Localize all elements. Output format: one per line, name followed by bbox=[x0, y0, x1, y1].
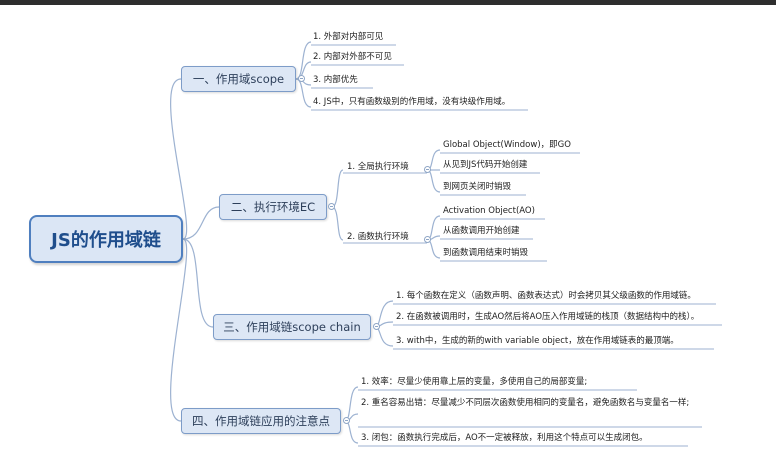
branch-scope-chain[interactable]: 三、作用域链scope chain bbox=[213, 314, 371, 340]
leaf-item: 4. JS中，只有函数级别的作用域，没有块级作用域。 bbox=[313, 97, 511, 107]
branch-execution-context[interactable]: 二、执行环境EC bbox=[219, 194, 327, 220]
leaf-item: Activation Object(AO) bbox=[443, 206, 535, 216]
connector-b2 bbox=[331, 169, 344, 208]
leaf-item: 从函数调用开始创建 bbox=[443, 226, 520, 236]
branch-scope[interactable]: 一、作用域scope bbox=[181, 66, 296, 92]
collapse-icon[interactable] bbox=[373, 323, 380, 330]
leaf-item: 2. 内部对外部不可见 bbox=[313, 52, 392, 62]
leaf-item: 3. with中，生成的新的with variable object，放在作用域… bbox=[396, 336, 679, 346]
leaf-item: 2. 重名容易出错：尽量减少不同层次函数使用相同的变量名，避免函数名与变量名一样… bbox=[361, 398, 690, 408]
connector-b1 bbox=[295, 41, 312, 80]
sub-global-context[interactable]: 1. 全局执行环境 bbox=[347, 162, 409, 172]
leaf-item: 3. 闭包：函数执行完成后，AO不一定被释放，利用这个特点可以生成闭包。 bbox=[361, 433, 648, 443]
collapse-icon[interactable] bbox=[343, 417, 350, 424]
branch-notes[interactable]: 四、作用域链应用的注意点 bbox=[181, 408, 341, 434]
leaf-item: Global Object(Window)，即GO bbox=[443, 140, 571, 150]
leaf-item: 到函数调用结束时销毁 bbox=[443, 248, 529, 258]
root-node[interactable]: JS的作用域链 bbox=[29, 215, 183, 263]
leaf-item: 1. 外部对内部可见 bbox=[313, 32, 384, 42]
collapse-icon[interactable] bbox=[298, 75, 305, 82]
leaf-item: 1. 每个函数在定义（函数声明、函数表达式）时会拷贝其父级函数的作用域链。 bbox=[396, 291, 696, 301]
connector-root-branch-4 bbox=[170, 238, 188, 422]
leaf-item: 1. 效率：尽量少使用靠上层的变量，多使用自己的局部变量; bbox=[361, 377, 588, 387]
collapse-icon[interactable] bbox=[328, 203, 335, 210]
window-top-bar bbox=[0, 0, 776, 5]
sub-function-context[interactable]: 2. 函数执行环境 bbox=[347, 232, 409, 242]
connector-root-branch-2 bbox=[182, 206, 220, 240]
leaf-item: 2. 在函数被调用时，生成AO然后将AO压入作用域链的栈顶（数据结构中的栈）。 bbox=[396, 312, 700, 322]
connector-b4 bbox=[344, 386, 359, 422]
leaf-item: 3. 内部优先 bbox=[313, 75, 358, 85]
leaf-item: 从见到JS代码开始创建 bbox=[443, 160, 528, 170]
connector-root-branch-3 bbox=[182, 238, 214, 328]
collapse-icon[interactable] bbox=[424, 236, 431, 243]
connector-root-branch-1 bbox=[170, 78, 188, 240]
collapse-icon[interactable] bbox=[424, 166, 431, 173]
leaf-item: 到网页关闭时销毁 bbox=[443, 182, 512, 192]
